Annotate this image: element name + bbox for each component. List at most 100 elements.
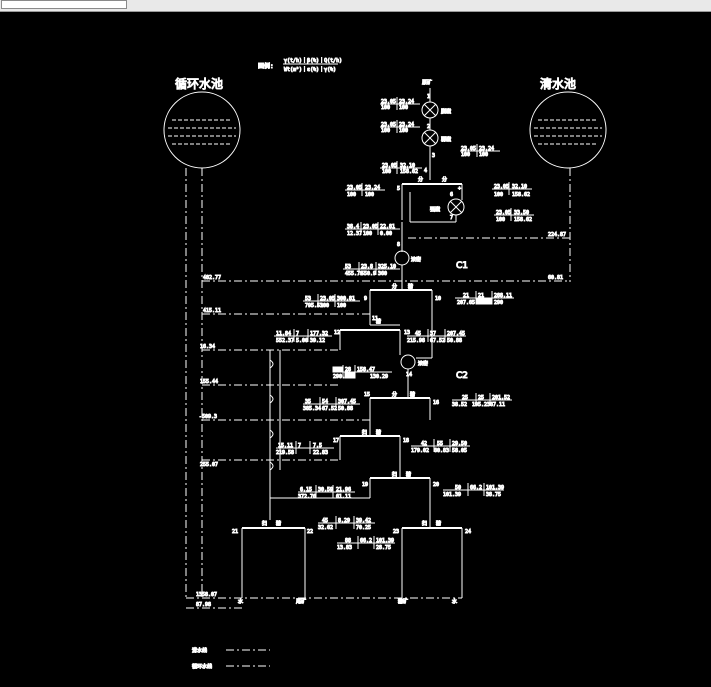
- right-tank-icon: [529, 91, 607, 169]
- svg-text:54: 54: [322, 399, 328, 405]
- svg-text:100: 100: [494, 192, 503, 198]
- svg-text:795.53: 795.53: [305, 303, 323, 309]
- svg-text:88: 88: [336, 367, 342, 373]
- node-17-values: 15.11 7 7.5 219.58 22.83: [276, 441, 334, 457]
- c2-label: C2: [456, 371, 468, 381]
- svg-text:101.39: 101.39: [376, 538, 394, 544]
- node-18-values: 42 55 29.50 179.02 60.83 58.05: [411, 439, 470, 455]
- svg-text:158.62: 158.62: [400, 169, 418, 175]
- node-9-label: 9: [364, 296, 367, 302]
- svg-text:158.62: 158.62: [512, 192, 530, 198]
- svg-text:38.4: 38.4: [347, 224, 359, 230]
- node-6-label: 6: [450, 192, 453, 198]
- node-23-label: 23: [393, 529, 399, 535]
- side-value-s5: -509.3: [199, 414, 217, 420]
- svg-text:385.34: 385.34: [303, 406, 321, 412]
- side-value-s3: 16.34: [200, 344, 215, 350]
- node-8-values: 38.4 23.05 22.81 12.37 100 0.00: [345, 222, 400, 238]
- svg-text:61.11: 61.11: [336, 494, 351, 500]
- svg-text:33.50: 33.50: [514, 210, 529, 216]
- side-value-s4: 155.44: [200, 379, 218, 385]
- svg-text:32.62: 32.62: [318, 525, 333, 531]
- svg-text:207.65: 207.65: [457, 300, 475, 306]
- output-concentrate: 精矿: [398, 598, 408, 605]
- left-tank-icon: [163, 91, 241, 169]
- node-4-values: 23.05 32.10 100 158.62: [380, 161, 422, 176]
- c1-label: C1: [456, 261, 468, 271]
- svg-text:100: 100: [381, 105, 390, 111]
- thickener-2-icon: [400, 354, 416, 370]
- node-20-values: 50 66.2 101.39 101.39 38.75: [443, 483, 505, 499]
- svg-text:60.83: 60.83: [434, 448, 449, 454]
- svg-text:290: 290: [494, 300, 503, 306]
- window-toolbar: [0, 0, 711, 12]
- svg-text:37: 37: [430, 331, 436, 337]
- node-13-label: 13: [404, 330, 410, 336]
- side-value-s1: 482.77: [203, 275, 221, 281]
- node-18-label: 18: [403, 438, 409, 444]
- svg-text:50: 50: [455, 485, 461, 491]
- svg-text:88: 88: [345, 538, 351, 544]
- svg-text:130.29: 130.29: [370, 374, 388, 380]
- svg-text:精: 精: [406, 471, 411, 478]
- document-tab[interactable]: [1, 0, 127, 9]
- svg-text:58.05: 58.05: [452, 448, 467, 454]
- svg-text:55: 55: [437, 441, 443, 447]
- node-1-label: 1: [427, 94, 430, 100]
- svg-text:7: 7: [296, 331, 299, 337]
- svg-text:290.38: 290.38: [333, 374, 351, 380]
- svg-text:372.76: 372.76: [298, 494, 316, 500]
- node-11-label: 11: [372, 316, 378, 322]
- svg-text:23.05: 23.05: [496, 210, 511, 216]
- thickener-1-label: 浓密: [411, 256, 421, 263]
- svg-text:25: 25: [462, 395, 468, 401]
- svg-text:11.84: 11.84: [276, 331, 291, 337]
- svg-text:158.62: 158.62: [514, 217, 532, 223]
- svg-text:325.10: 325.10: [378, 264, 396, 270]
- svg-text:45: 45: [415, 331, 421, 337]
- svg-text:100: 100: [347, 192, 356, 198]
- svg-text:8.29: 8.29: [338, 518, 350, 524]
- node-15-values: 35 54 307.45 385.34 67.52 50.88: [303, 397, 360, 413]
- right-tank-title: 清水池: [540, 77, 576, 91]
- svg-text:45: 45: [322, 518, 328, 524]
- legend-formula-label: 图例:: [258, 62, 274, 70]
- svg-text:23.24: 23.24: [399, 122, 414, 128]
- node-22-label: 22: [307, 529, 313, 535]
- svg-text:100: 100: [399, 128, 408, 134]
- svg-text:179.02: 179.02: [411, 448, 429, 454]
- crusher-2-label: 弱磁: [441, 136, 451, 143]
- svg-text:550.9: 550.9: [361, 271, 376, 277]
- node-12-label: 12: [334, 330, 340, 336]
- svg-text:53: 53: [305, 296, 311, 302]
- svg-text:21: 21: [463, 293, 469, 299]
- node-5-label: 5: [397, 186, 400, 192]
- svg-text:21.96: 21.96: [336, 487, 351, 493]
- svg-text:100: 100: [320, 303, 329, 309]
- svg-text:分: 分: [392, 391, 397, 398]
- node-20-label: 20: [433, 482, 439, 488]
- side-value-s6: 255.07: [200, 462, 218, 468]
- legend-formula-line2: Wt(m³)｜ε(%)｜γ(%): [284, 67, 336, 73]
- svg-text:307.45: 307.45: [338, 399, 356, 405]
- crusher-3-label: 强磁: [430, 206, 440, 213]
- svg-text:13.83: 13.83: [337, 545, 352, 551]
- svg-text:100: 100: [363, 231, 372, 237]
- screen-1-op-label: 分: [418, 176, 423, 183]
- side-value-s2: 415.11: [203, 308, 221, 314]
- legend-formula-line1: γ(t/h)｜β(%)｜Q(t/h): [284, 58, 342, 64]
- svg-text:扫: 扫: [392, 471, 397, 478]
- svg-text:67.52: 67.52: [322, 406, 337, 412]
- svg-text:12.37: 12.37: [347, 231, 362, 237]
- svg-text:扫: 扫: [262, 520, 267, 527]
- node-9-values: 53 23.05 300.81 795.53 100 100: [303, 294, 360, 310]
- node-13-values: 45 37 207.45 215.98 67.52 50.88: [407, 329, 466, 345]
- node-24-label: 24: [465, 529, 471, 535]
- node-screen-plus: +: [458, 186, 461, 192]
- node-17-label: 17: [333, 438, 339, 444]
- svg-text:23.8: 23.8: [361, 264, 373, 270]
- svg-text:7.5: 7.5: [313, 443, 322, 449]
- node-12-values: 11.84 7 177.32 552.37 5.00 39.12: [274, 329, 332, 345]
- svg-text:100: 100: [461, 152, 470, 158]
- node-8b-values: 53 23.8 325.10 455.79 550.9 360: [343, 262, 400, 278]
